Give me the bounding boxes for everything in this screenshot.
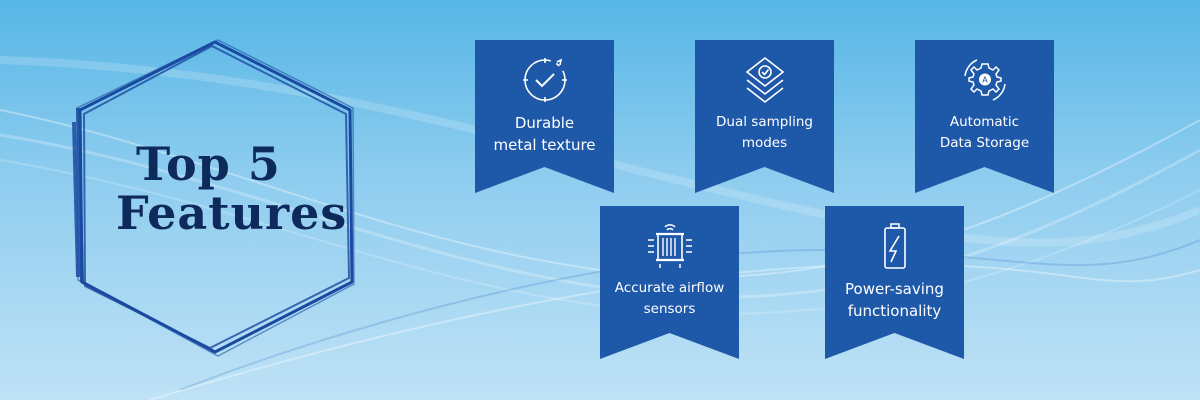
title-line-1: Top 5 (136, 137, 281, 191)
feature-label: Accurate airflow sensors (614, 280, 725, 317)
hexagon-frame (72, 39, 355, 357)
clock-check-icon (523, 58, 567, 102)
feature-label: Durable metal texture (493, 114, 596, 154)
title-line-2: Features (116, 185, 348, 240)
feature-label: Automatic Data Storage (939, 114, 1030, 151)
feature-label: Dual sampling modes (716, 114, 813, 151)
airflow-sensor-icon (648, 224, 692, 268)
battery-charge-icon (884, 223, 906, 269)
gear-cycle-icon: A (964, 59, 1006, 101)
feature-label: Power-saving functionality (845, 280, 944, 320)
svg-text:A: A (982, 76, 988, 85)
layers-check-icon (745, 56, 785, 104)
banner-title: Top 5 Features (88, 140, 406, 238)
